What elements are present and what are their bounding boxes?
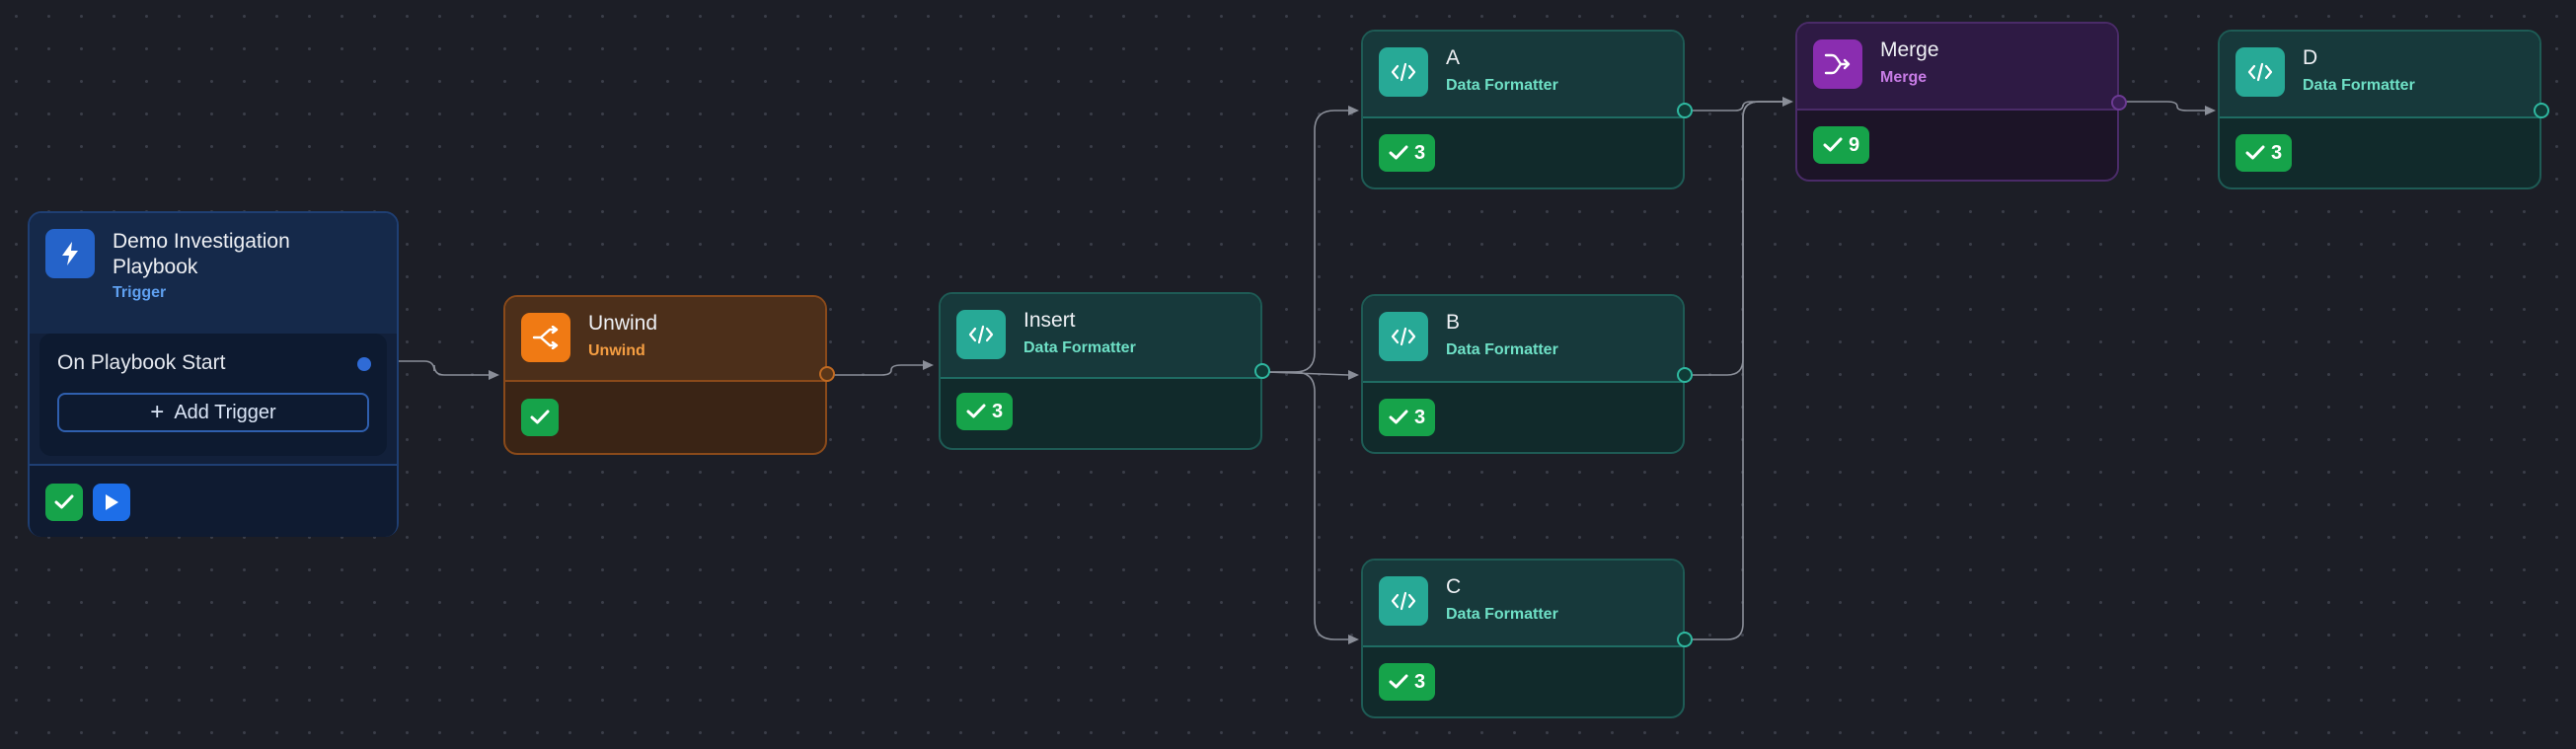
insert-node-title: Insert bbox=[1023, 309, 1076, 332]
d-node-subtitle: Data Formatter bbox=[2303, 77, 2415, 94]
a-node[interactable]: A Data Formatter 3 bbox=[1361, 30, 1693, 189]
arrow-d-in bbox=[2205, 106, 2216, 115]
code-icon bbox=[1379, 47, 1428, 97]
add-trigger-label: Add Trigger bbox=[174, 401, 276, 423]
code-icon bbox=[2235, 47, 2285, 97]
arrow-unwind-in bbox=[489, 370, 499, 380]
lightning-icon bbox=[45, 229, 95, 278]
edge-insert-a bbox=[1266, 110, 1348, 373]
edge-b-merge bbox=[1689, 101, 1782, 376]
merge-node[interactable]: Merge Merge 9 bbox=[1795, 22, 2127, 182]
play-icon bbox=[106, 494, 118, 510]
c-output-handle[interactable] bbox=[1677, 632, 1693, 647]
edge-insert-c bbox=[1266, 371, 1348, 640]
status-badge bbox=[521, 399, 559, 436]
code-icon bbox=[1379, 576, 1428, 626]
status-badge: 3 bbox=[1379, 134, 1436, 172]
a-node-subtitle: Data Formatter bbox=[1446, 77, 1558, 94]
d-output-handle[interactable] bbox=[2534, 103, 2549, 118]
trigger-row[interactable]: On Playbook Start + Add Trigger bbox=[39, 334, 387, 456]
c-node-title: C bbox=[1446, 575, 1462, 598]
merge-icon bbox=[1813, 39, 1862, 89]
trigger-node-subtitle: Trigger bbox=[113, 284, 167, 301]
check-icon bbox=[1389, 410, 1408, 424]
edge-insert-b bbox=[1265, 371, 1349, 376]
code-icon bbox=[1379, 312, 1428, 361]
arrow-merge-in bbox=[1782, 97, 1793, 107]
trigger-output-handle[interactable] bbox=[357, 357, 371, 371]
arrow-insert-in bbox=[923, 360, 934, 370]
status-badge: 3 bbox=[2235, 134, 2293, 172]
arrow-c-in bbox=[1348, 635, 1359, 644]
arrow-b-in bbox=[1348, 370, 1359, 380]
run-playbook-button[interactable] bbox=[93, 484, 130, 521]
status-count: 3 bbox=[1414, 670, 1426, 693]
unwind-node[interactable]: Unwind Unwind bbox=[503, 295, 835, 455]
merge-node-subtitle: Merge bbox=[1880, 69, 1928, 86]
status-count: 3 bbox=[1414, 141, 1426, 164]
check-icon bbox=[1389, 674, 1408, 689]
check-icon bbox=[530, 410, 550, 424]
check-icon bbox=[966, 404, 986, 418]
arrow-a-in bbox=[1348, 106, 1359, 115]
edge-merge-d bbox=[2122, 101, 2205, 112]
status-count: 3 bbox=[1414, 406, 1426, 428]
b-output-handle[interactable] bbox=[1677, 367, 1693, 383]
status-badge: 3 bbox=[1379, 399, 1436, 436]
status-count: 3 bbox=[2271, 141, 2283, 164]
unwind-node-subtitle: Unwind bbox=[588, 342, 645, 359]
d-node[interactable]: D Data Formatter 3 bbox=[2218, 30, 2549, 189]
status-badge: 3 bbox=[1379, 663, 1436, 701]
trigger-label: On Playbook Start bbox=[57, 351, 226, 374]
status-count: 3 bbox=[992, 400, 1004, 422]
insert-node-subtitle: Data Formatter bbox=[1023, 339, 1136, 356]
status-count: 9 bbox=[1849, 133, 1860, 156]
edge-a-merge bbox=[1689, 101, 1782, 112]
check-icon bbox=[2245, 145, 2265, 160]
b-node-subtitle: Data Formatter bbox=[1446, 341, 1558, 358]
edge-c-merge bbox=[1689, 101, 1782, 640]
insert-output-handle[interactable] bbox=[1254, 363, 1270, 379]
status-badge bbox=[45, 484, 83, 521]
d-node-title: D bbox=[2303, 46, 2318, 69]
trigger-node-title: Demo Investigation Playbook bbox=[113, 230, 290, 278]
unwind-output-handle[interactable] bbox=[819, 366, 835, 382]
add-trigger-button[interactable]: + Add Trigger bbox=[57, 393, 369, 432]
a-output-handle[interactable] bbox=[1677, 103, 1693, 118]
trigger-node-footer bbox=[30, 464, 397, 537]
unwind-node-title: Unwind bbox=[588, 312, 658, 335]
code-icon bbox=[956, 310, 1006, 359]
a-node-title: A bbox=[1446, 46, 1461, 69]
insert-node[interactable]: Insert Data Formatter 3 bbox=[939, 292, 1270, 450]
check-icon bbox=[54, 494, 74, 509]
merge-node-title: Merge bbox=[1880, 38, 1939, 61]
status-badge: 9 bbox=[1813, 126, 1870, 164]
merge-output-handle[interactable] bbox=[2111, 95, 2127, 111]
check-icon bbox=[1823, 137, 1843, 152]
check-icon bbox=[1389, 145, 1408, 160]
c-node-subtitle: Data Formatter bbox=[1446, 606, 1558, 623]
edge-unwind-insert bbox=[831, 364, 923, 376]
status-badge: 3 bbox=[956, 393, 1014, 430]
trigger-node[interactable]: Demo Investigation Playbook Trigger On P… bbox=[28, 211, 399, 537]
b-node[interactable]: B Data Formatter 3 bbox=[1361, 294, 1693, 454]
c-node[interactable]: C Data Formatter 3 bbox=[1361, 559, 1693, 718]
plus-icon: + bbox=[150, 399, 165, 425]
b-node-title: B bbox=[1446, 311, 1461, 334]
shuffle-icon bbox=[521, 313, 570, 362]
